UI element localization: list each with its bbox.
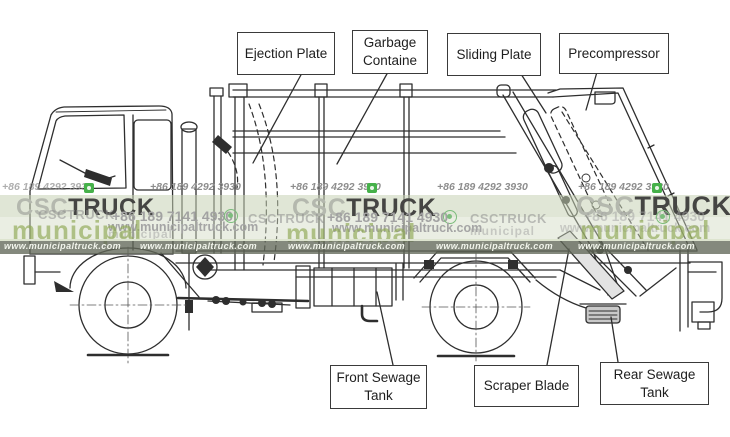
label-sliding-plate: Sliding Plate: [447, 33, 541, 76]
label-rear-sewage-tank: Rear Sewage Tank: [600, 362, 709, 405]
front-wheel: [69, 246, 187, 364]
sliding-plate-part: [502, 91, 649, 296]
label-text: Garbage: [363, 35, 417, 51]
rear-frame: [679, 247, 723, 332]
label-precompressor: Precompressor: [559, 33, 669, 74]
label-text: Ejection Plate: [244, 45, 328, 61]
label-text: Tank: [640, 384, 669, 400]
label-text: Scraper Blade: [483, 378, 570, 394]
cab: [23, 105, 187, 292]
rear-wheel: [413, 251, 536, 362]
front-sewage-tank-part: [313, 267, 393, 323]
rear-sewage-tank-part: [579, 303, 627, 324]
label-ejection-plate: Ejection Plate: [237, 32, 335, 75]
label-scraper-blade: Scraper Blade: [474, 365, 579, 407]
leader-lines: [252, 71, 619, 366]
container-body: [209, 83, 561, 278]
label-front-sewage-tank: Front Sewage Tank: [330, 365, 427, 409]
label-garbage-container: Garbage Containe: [352, 30, 428, 74]
tailgate: [547, 87, 698, 251]
label-text: Front Sewage: [336, 370, 421, 386]
ejection-plate-part: [212, 103, 279, 266]
label-text: Precompressor: [568, 45, 660, 61]
label-text: Sliding Plate: [456, 46, 532, 62]
label-text: Tank: [364, 388, 393, 403]
air-intake-stack: [180, 87, 224, 254]
label-text: Rear Sewage: [613, 366, 696, 382]
label-text: Containe: [362, 53, 418, 68]
chassis: [160, 250, 698, 331]
